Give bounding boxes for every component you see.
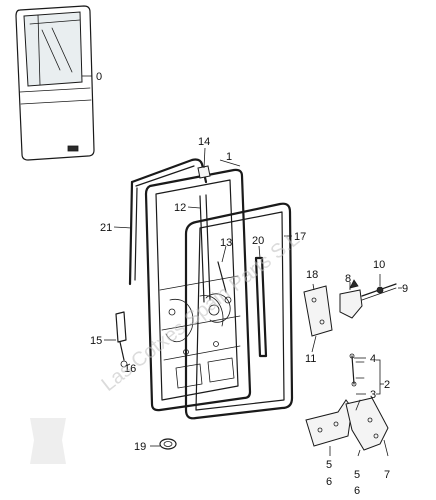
part-number-labels: 0 1 14 12 13 20 17 21 15 16 18 11 8 10 9… [90,71,408,497]
label-16: 16 [124,363,136,375]
label-11: 11 [305,353,316,365]
label-13: 13 [220,237,232,249]
leader-lines [82,75,402,457]
label-15: 15 [90,335,102,347]
label-10: 10 [373,259,385,271]
label-6b: 6 [354,485,360,497]
label-18: 18 [306,269,318,281]
label-17: 17 [294,231,306,243]
label-21: 21 [100,222,112,234]
label-5a: 5 [326,459,332,471]
label-9: 9 [402,283,408,295]
watermark-logo [30,418,66,464]
clip-ring [159,438,177,450]
window-regulator [205,261,231,323]
label-5b: 5 [354,469,360,481]
complete-door-illustration [15,5,95,161]
outer-seal-strip [128,158,208,286]
label-14: 14 [198,136,210,148]
lock-plate [303,285,333,337]
door-seal [184,202,294,420]
top-bracket [197,165,211,179]
label-4: 4 [370,353,376,365]
label-3: 3 [370,389,376,401]
lock-cylinder [339,279,397,319]
label-8: 8 [345,273,351,285]
window-glass-channel [199,194,211,303]
label-6a: 6 [326,476,332,488]
label-1: 1 [226,151,232,163]
door-hinges [305,397,389,451]
label-19: 19 [134,441,146,453]
watermark-text: Las Cotxes Spain Parts S.L. [98,225,309,396]
label-2: 2 [384,379,390,391]
label-7: 7 [384,469,390,481]
label-20: 20 [252,235,264,247]
label-0: 0 [96,71,102,83]
hinge-pins [349,353,365,387]
label-12: 12 [174,202,186,214]
lock-rod [115,311,128,368]
